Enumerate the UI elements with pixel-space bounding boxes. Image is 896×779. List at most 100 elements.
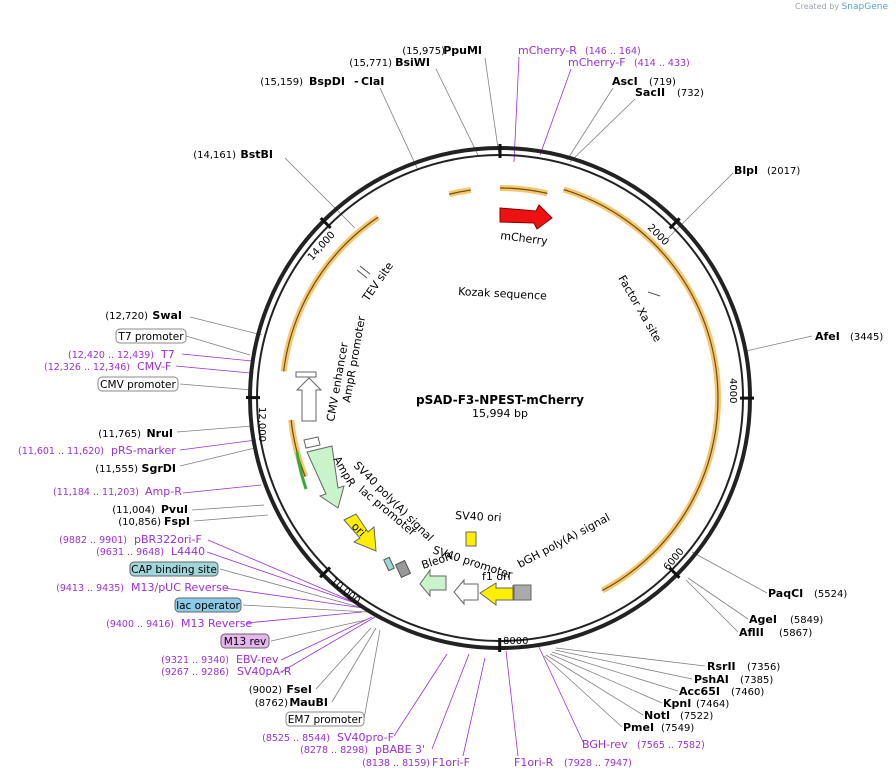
primer-t7-pos: (12,420 .. 12,439) — [68, 350, 154, 361]
site-pshAI-pos: (7385) — [740, 675, 773, 686]
site-aflII-name: AflII — [739, 626, 764, 639]
box-label-t7-promoter: T7 promoter — [117, 331, 184, 343]
primer-bgh-rev-pos: (7565 .. 7582) — [637, 740, 705, 751]
primer-m13-reverse-pos: (9400 .. 9416) — [106, 619, 174, 630]
site-bstBI-pos: (14,161) — [193, 150, 236, 161]
box-cap-binding-site — [129, 561, 219, 577]
site-leader-line — [685, 579, 739, 633]
primer-amp-r-name: Amp-R — [145, 485, 182, 498]
site-leader-line — [569, 98, 636, 163]
site-ascI-pos: (719) — [649, 77, 676, 88]
primer-pbr322ori-f-name: pBR322ori-F — [134, 533, 202, 546]
primer-l4440-name: L4440 — [171, 545, 205, 558]
lac-promoter-box — [394, 559, 412, 579]
site-nruI-name: NruI — [146, 427, 173, 440]
site-leader-lines — [175, 56, 813, 757]
primer-leader-line — [179, 439, 257, 451]
site-leader-line — [270, 619, 367, 642]
primer-ebv-rev-name: EBV-rev — [236, 653, 279, 666]
orf-arc-line — [308, 216, 379, 293]
primer-f1ori-f-name: F1ori-F — [432, 756, 470, 769]
site-ppuMI-name: PpuMI — [443, 44, 482, 57]
site-claI-dash: - — [354, 75, 359, 88]
primer-leader-line — [505, 650, 519, 757]
site-rsrII-name: RsrII — [707, 660, 736, 673]
primer-prs-marker-pos: (11,601 .. 11,620) — [18, 446, 104, 457]
sv40-promoter-arrow — [453, 578, 479, 606]
site-ascI-name: AscI — [612, 75, 638, 88]
site-leader-line — [219, 568, 371, 611]
primer-l4440-pos: (9631 .. 9648) — [96, 547, 164, 558]
site-leader-line — [554, 649, 693, 680]
site-fseI-name: FseI — [286, 683, 312, 696]
primer-prs-marker-name: pRS-marker — [111, 444, 176, 457]
primer-leader-line — [246, 611, 363, 624]
box-label-lac-operator: lac operator — [176, 600, 240, 612]
site-mauBI-name: MauBI — [289, 696, 328, 709]
plasmid-name: pSAD-F3-NPEST-mCherry — [416, 393, 584, 407]
tick-mark — [668, 566, 681, 579]
site-acc65I-pos: (7460) — [731, 687, 764, 698]
snapgene-credit: Created by SnapGene — [795, 2, 888, 12]
site-blpI-pos: (2017) — [767, 166, 800, 177]
site-pvuI-name: PvuI — [161, 503, 188, 516]
site-leader-line — [179, 383, 253, 391]
cap-site-box — [383, 556, 395, 572]
site-ageI-pos: (5849) — [790, 615, 823, 626]
site-rsrII-pos: (7356) — [747, 662, 780, 673]
primer-cmv-f-name: CMV-F — [137, 360, 171, 373]
primer-leader-line — [181, 353, 253, 362]
ampr-green-arc — [295, 451, 308, 490]
site-leader-line — [484, 57, 500, 156]
primer-mcherry-r-pos: (146 .. 164) — [585, 46, 641, 57]
box-label-cmv-promoter: CMV promoter — [100, 379, 176, 391]
site-leader-line — [284, 157, 356, 229]
enzyme-labels-left: (15,975) PpuMI (15,771) BsiWI (15,159) B… — [95, 44, 482, 709]
tick-label-4000: 4000 — [727, 378, 738, 403]
tev-mark-2 — [359, 265, 371, 275]
site-afeI-name: AfeI — [815, 330, 840, 343]
credit-prefix: Created by — [795, 2, 840, 11]
site-leader-line — [667, 172, 734, 239]
box-label-em7-promoter: EM7 promoter — [288, 714, 363, 726]
ampr-promoter-shape — [303, 436, 321, 449]
site-pvuI-pos: (11,004) — [112, 505, 155, 516]
feature-label-bleor: BleoR — [420, 550, 455, 572]
box-em7-promoter — [285, 711, 365, 727]
site-leader-line — [549, 653, 663, 704]
primer-leader-line — [206, 551, 359, 605]
factor-xa-mark — [647, 291, 661, 297]
primer-pbabe3-name: pBABE 3' — [375, 743, 425, 756]
primer-pbr322ori-f-pos: (9882 .. 9901) — [59, 535, 127, 546]
primer-leader-line — [539, 68, 572, 156]
site-afeI-pos: (3445) — [850, 332, 883, 343]
tick-mark — [319, 216, 332, 230]
site-pmeI-name: PmeI — [623, 721, 654, 734]
orf-arc — [288, 419, 309, 478]
feature-label-kozak: Kozak sequence — [458, 285, 548, 303]
site-sacII-pos: (732) — [677, 88, 704, 99]
site-leader-line — [331, 627, 377, 703]
orf-arcs — [280, 185, 721, 594]
site-bspDI-name: BspDI — [309, 75, 345, 88]
site-aflII-pos: (5867) — [779, 628, 812, 639]
primer-amp-r-pos: (11,184 .. 11,203) — [53, 487, 139, 498]
primer-leader-line — [182, 484, 262, 494]
box-t7-promoter — [115, 328, 187, 344]
site-leader-line — [566, 87, 614, 161]
snapgene-logo: SnapGene — [841, 2, 888, 12]
site-acc65I-name: Acc65I — [679, 685, 720, 698]
feature-label-sv40-ori: SV40 ori — [455, 509, 502, 524]
primer-f1ori-r-name: F1ori-R — [514, 756, 554, 769]
primer-leader-line — [175, 365, 251, 374]
site-leader-line — [315, 627, 372, 690]
site-leader-line — [191, 504, 265, 511]
primer-mcherry-r-name: mCherry-R — [518, 44, 577, 57]
site-sgrDI-pos: (11,555) — [95, 464, 138, 475]
site-paqCI-pos: (5524) — [814, 589, 847, 600]
primer-leader-line — [280, 616, 376, 673]
site-leader-line — [543, 655, 623, 728]
site-leader-line — [745, 335, 813, 352]
orf-arc-line — [290, 419, 306, 477]
position-ticks — [245, 144, 755, 653]
